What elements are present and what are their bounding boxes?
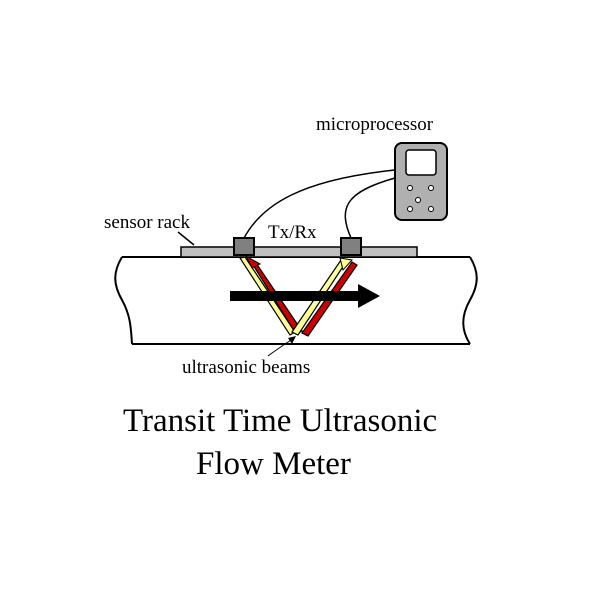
flow-arrow-head [358, 284, 380, 308]
microprocessor-screen [405, 149, 437, 176]
sensor-rack-pointer [177, 231, 195, 246]
microprocessor-button [407, 185, 413, 191]
flow-arrow-icon [230, 284, 380, 308]
pipe-left-end [114, 256, 133, 345]
transducer-right [340, 237, 362, 256]
flow-arrow-shaft [230, 291, 360, 301]
pipe-right-end [462, 256, 478, 345]
beam-right-yellow-head [339, 257, 353, 272]
cable-left [243, 169, 396, 239]
cable-right [344, 177, 396, 239]
diagram-title-line1: Transit Time Ultrasonic [123, 403, 437, 439]
microprocessor-button [415, 197, 421, 203]
transducer-left [233, 237, 255, 256]
microprocessor-button [428, 206, 434, 212]
microprocessor-button [407, 206, 413, 212]
sensor-rack [180, 246, 418, 258]
ultrasonic-beams-label: ultrasonic beams [182, 357, 310, 378]
sensor-rack-label: sensor rack [104, 212, 190, 233]
tx-rx-label: Tx/Rx [268, 222, 317, 243]
diagram-title-line2: Flow Meter [196, 446, 351, 482]
beams-pointer-head [288, 336, 296, 344]
microprocessor-label: microprocessor [316, 114, 434, 135]
beam-left-red-head [244, 254, 262, 269]
microprocessor-button [428, 185, 434, 191]
microprocessor-icon [394, 142, 448, 221]
